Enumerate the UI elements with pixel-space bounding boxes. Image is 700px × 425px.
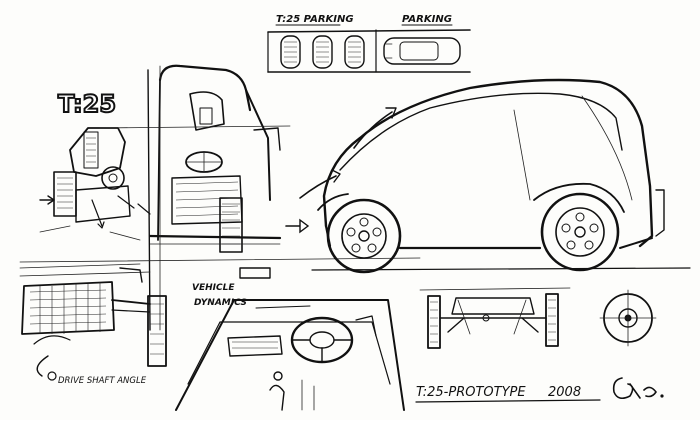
drive-shaft-angle-label: DRIVE SHAFT ANGLE xyxy=(58,376,147,386)
motion-arrows xyxy=(285,107,397,234)
parking-comparison: T:25 PARKING PARKING xyxy=(267,14,471,73)
side-view-car xyxy=(311,78,691,274)
steering-wheel xyxy=(290,316,354,364)
rear-cutaway-view xyxy=(148,64,282,279)
vehicle-dynamics-label-1: VEHICLE xyxy=(192,283,235,293)
vehicle-dynamics-sketch: VEHICLE DYNAMICS xyxy=(175,283,405,411)
wheel-hub-detail xyxy=(599,289,657,347)
t25-parked-car-3 xyxy=(344,35,365,69)
rear-wheel xyxy=(533,182,625,272)
drive-shaft-detail: DRIVE SHAFT ANGLE xyxy=(19,263,167,386)
prototype-title: T:25-PROTOTYPE xyxy=(416,385,526,400)
prototype-year: 2008 xyxy=(548,385,581,400)
artist-signature xyxy=(612,377,664,400)
parking-label: PARKING xyxy=(402,14,452,25)
suspension-front-view xyxy=(419,287,571,349)
t25-parked-car-2 xyxy=(312,35,333,69)
t25-logo-text: T:25 xyxy=(58,90,116,118)
title-block: T:25-PROTOTYPE 2008 xyxy=(415,377,664,403)
engine-detail-sketch xyxy=(39,127,151,241)
t25-parked-car-1 xyxy=(280,35,301,69)
t25-parking-label: T:25 PARKING xyxy=(276,14,354,25)
vehicle-dynamics-label-2: DYNAMICS xyxy=(194,298,247,308)
front-wheel xyxy=(317,193,402,274)
conventional-parked-car xyxy=(383,37,461,65)
t25-logo: T:25 xyxy=(57,89,117,119)
construction-lines xyxy=(19,65,421,331)
